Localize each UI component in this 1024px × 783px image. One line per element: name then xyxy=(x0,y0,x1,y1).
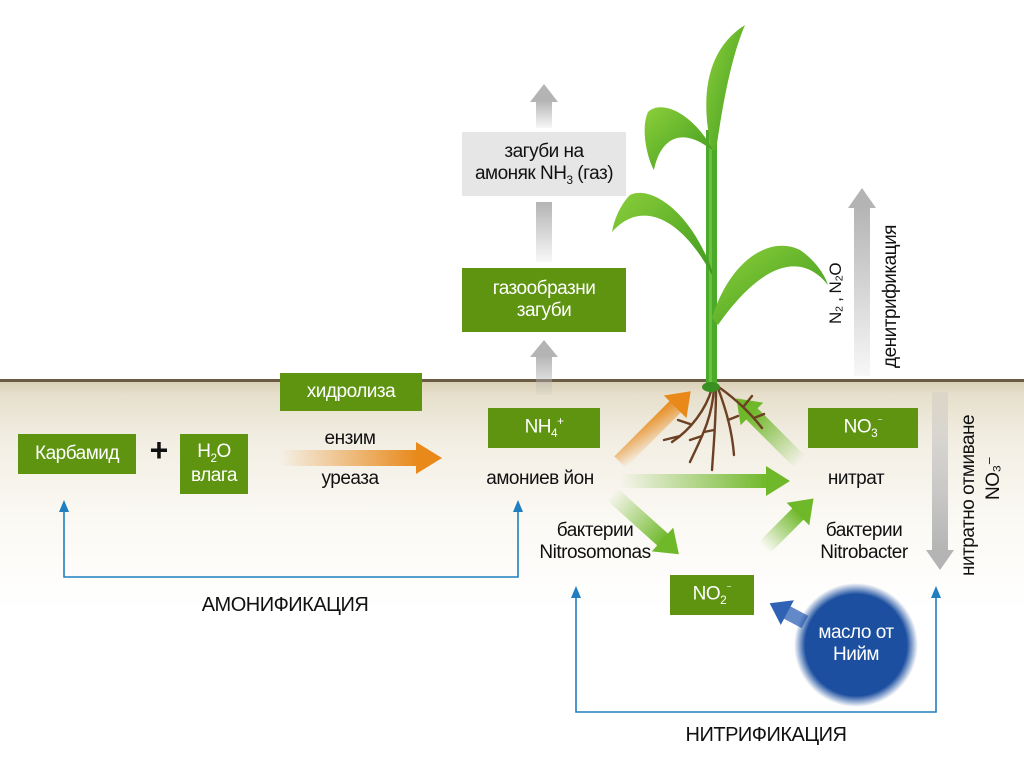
water-formula: H2O xyxy=(197,440,231,465)
denitrification-arrow xyxy=(848,188,876,376)
soil-surface-line xyxy=(0,379,1024,382)
nitrification-bracket xyxy=(575,596,937,713)
water-box: H2O влага xyxy=(180,434,248,494)
ammonium-box: NH4+ xyxy=(488,408,600,448)
nitrification-label: НИТРИФИКАЦИЯ xyxy=(685,724,847,746)
nitrate-formula: NO3⁻ xyxy=(843,415,883,441)
hydrolysis-box: хидролиза xyxy=(280,373,422,411)
nitrosomonas-label: бактерии Nitrosomonas xyxy=(539,520,651,563)
ammonia-loss-arrow-top xyxy=(530,84,558,128)
hydrolysis-arrow xyxy=(280,442,442,474)
ammonium-uptake-arrow xyxy=(614,391,691,468)
ammonia-loss-box: загуби на амоняк NH3 (газ) xyxy=(462,132,626,196)
ammonia-loss-arrow-middle xyxy=(536,202,552,262)
nitrite-to-nitrate-arrow xyxy=(758,498,814,554)
nitrate-leaching-label: нитратно отмиване xyxy=(958,414,979,576)
plant-roots xyxy=(662,386,766,472)
neem-oil-circle xyxy=(794,583,918,707)
hydrolysis-label: хидролиза xyxy=(306,381,396,403)
urea-box: Карбамид xyxy=(18,434,136,474)
nitrobacter-label: бактерии Nitrobacter xyxy=(820,520,908,563)
nitrate-box: NO3⁻ xyxy=(808,408,918,448)
arrowhead-icon xyxy=(513,500,523,512)
nitrite-formula: NO2⁻ xyxy=(692,582,732,608)
denitrification-label: денитрификация xyxy=(880,225,901,368)
plant xyxy=(612,25,828,392)
urease-label: уреаза xyxy=(321,468,379,489)
nitrite-box: NO2⁻ xyxy=(670,575,754,615)
arrowhead-icon xyxy=(59,500,69,512)
gaseous-loss-arrow-lower xyxy=(530,340,558,395)
enzyme-label: ензим xyxy=(324,428,376,449)
urea-label: Карбамид xyxy=(35,443,119,465)
water-label: влага xyxy=(191,465,237,487)
plus-sign: + xyxy=(149,432,169,468)
nitrate-label: нитрат xyxy=(827,468,885,489)
gaseous-losses-box: газообразни загуби xyxy=(462,268,626,332)
n2-n2o-label: N₂ , N₂O xyxy=(826,262,845,324)
ammonium-formula: NH4+ xyxy=(524,415,564,441)
ammonification-label: АМОНИФИКАЦИЯ xyxy=(201,594,369,616)
arrowhead-icon xyxy=(571,586,581,598)
nitrate-leaching-formula: NO₃⁻ xyxy=(983,456,1004,500)
ammonium-to-nitrite-arrow xyxy=(606,488,679,555)
neem-oil-label: масло от Нийм xyxy=(818,622,894,665)
arrowhead-icon xyxy=(931,586,941,598)
ammonium-ion-label: амониев йон xyxy=(486,468,594,489)
nitrate-leaching-arrow xyxy=(926,392,954,570)
ammonification-bracket xyxy=(63,510,519,578)
nitrate-uptake-arrow xyxy=(736,398,806,468)
ammonium-to-nitrate-arrow xyxy=(620,466,790,496)
